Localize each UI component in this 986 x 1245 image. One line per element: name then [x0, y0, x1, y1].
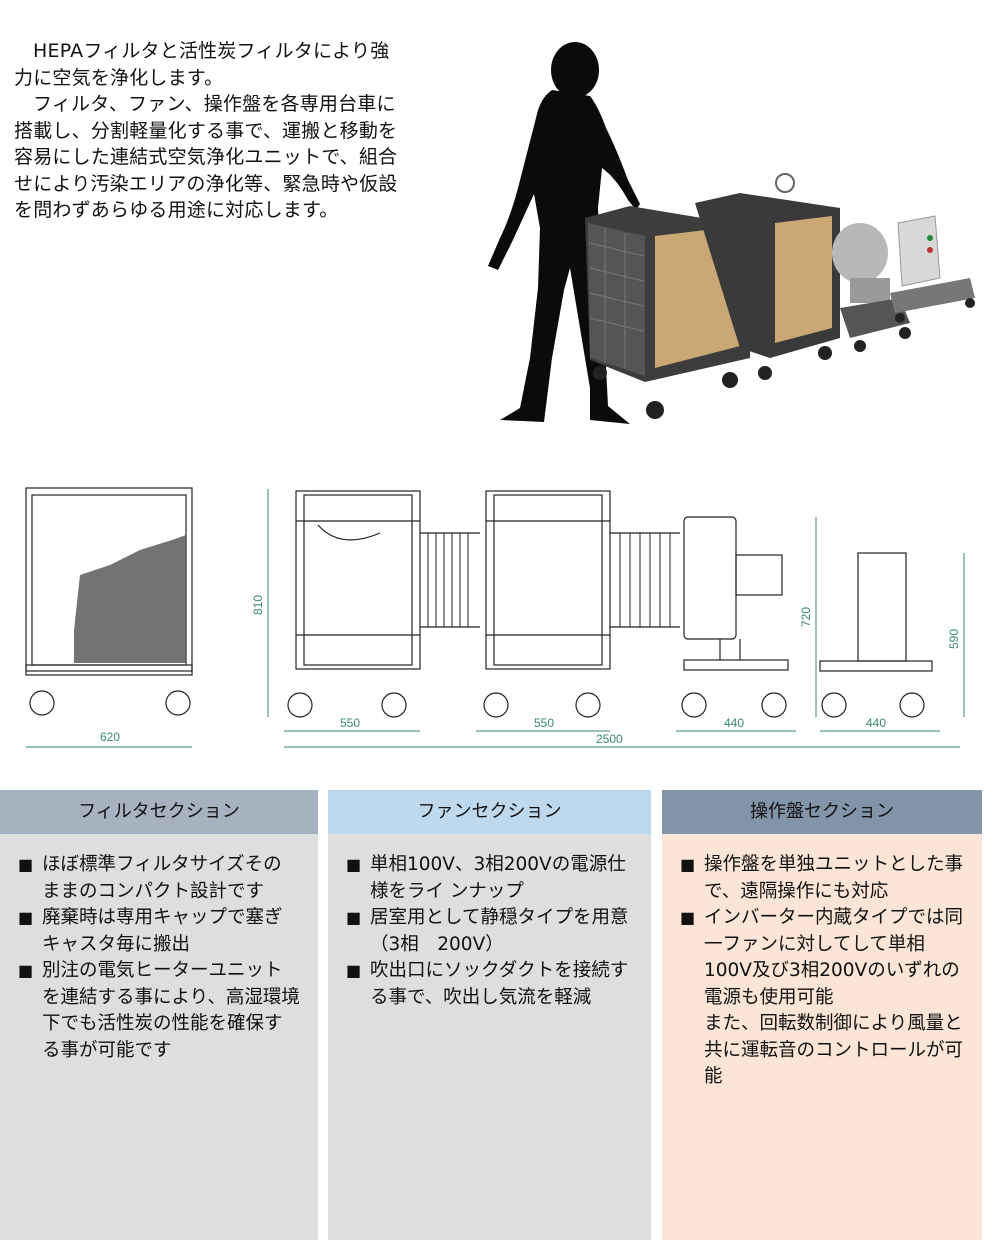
control-panel-section-card: 操作盤セクション 操作盤を単独ユニットとした事で、遠隔操作にも対応 インバーター…: [662, 790, 982, 1240]
fan-body: [683, 516, 737, 640]
list-item: 単相100V、3相200Vの電源仕様をライ ンナップ: [346, 852, 633, 905]
dim-panel-section: 440: [866, 716, 886, 730]
list-item-note: また、回転数制御により風量と共に運転音のコントロールが可能: [704, 1013, 964, 1087]
list-item: インバーター内蔵タイプでは同一ファンに対してして単相 100V及び3相200Vの…: [680, 905, 964, 1011]
intro-paragraph-1: HEPAフィルタと活性炭フィルタにより強力に空気を浄化します。: [14, 40, 390, 89]
filter-section-title: フィルタセクション: [0, 790, 318, 834]
fan-unit: [832, 223, 911, 352]
control-panel-section-title: 操作盤セクション: [662, 790, 982, 834]
filter-section-list: ほぼ標準フィルタサイズそのままのコンパクト設計です 廃棄時は専用キャップで塞ぎキ…: [18, 852, 300, 1064]
control-panel-unit: [890, 215, 975, 323]
dim-panel-height: 590: [947, 629, 961, 649]
dim-fan-section: 440: [724, 716, 744, 730]
filter-section-card: フィルタセクション ほぼ標準フィルタサイズそのままのコンパクト設計です 廃棄時は…: [0, 790, 318, 1240]
dim-height-total: 810: [251, 595, 265, 615]
intro-paragraph-2: フィルタ、ファン、操作盤を各専用台車に搭載し、分割軽量化する事で、運搬と移動を容…: [14, 93, 398, 221]
list-item: 廃棄時は専用キャップで塞ぎキャスタ毎に搬出: [18, 905, 300, 958]
side-view-frame: [25, 487, 193, 672]
dim-fan-height: 720: [799, 607, 813, 627]
list-item: 別注の電気ヒーターユニットを連結する事により、高湿環境下でも活性炭の性能を確保す…: [18, 958, 300, 1064]
fan-section-card: ファンセクション 単相100V、3相200Vの電源仕様をライ ンナップ 居室用と…: [328, 790, 651, 1240]
filter-section-1-frame: [295, 490, 421, 670]
filter-unit-2: [695, 173, 840, 380]
list-item: 操作盤を単独ユニットとした事で、遠隔操作にも対応: [680, 852, 964, 905]
dim-filter-section-1: 550: [340, 716, 360, 730]
product-photo: [488, 42, 975, 424]
list-item: 吹出口にソックダクトを接続する事で、吹出し気流を軽減: [346, 958, 633, 1011]
dimension-drawing: 620 810 550 550 440 720 440 590 2500: [25, 487, 965, 748]
dim-filter-width: 620: [100, 730, 120, 744]
dim-overall-length: 2500: [596, 732, 623, 746]
list-item: 居室用として静穏タイプを用意（3相 200V）: [346, 905, 633, 958]
fan-section-list: 単相100V、3相200Vの電源仕様をライ ンナップ 居室用として静穏タイプを用…: [346, 852, 633, 1011]
fan-section-title: ファンセクション: [328, 790, 651, 834]
dim-filter-section-2: 550: [534, 716, 554, 730]
filter-media: [74, 535, 186, 663]
control-panel-section-list: 操作盤を単独ユニットとした事で、遠隔操作にも対応 インバーター内蔵タイプでは同一…: [680, 852, 964, 1091]
panel-body: [857, 552, 907, 662]
intro-text: HEPAフィルタと活性炭フィルタにより強力に空気を浄化します。 フィルタ、ファン…: [14, 38, 406, 224]
filter-section-2-frame: [485, 490, 611, 670]
list-item: ほぼ標準フィルタサイズそのままのコンパクト設計です: [18, 852, 300, 905]
